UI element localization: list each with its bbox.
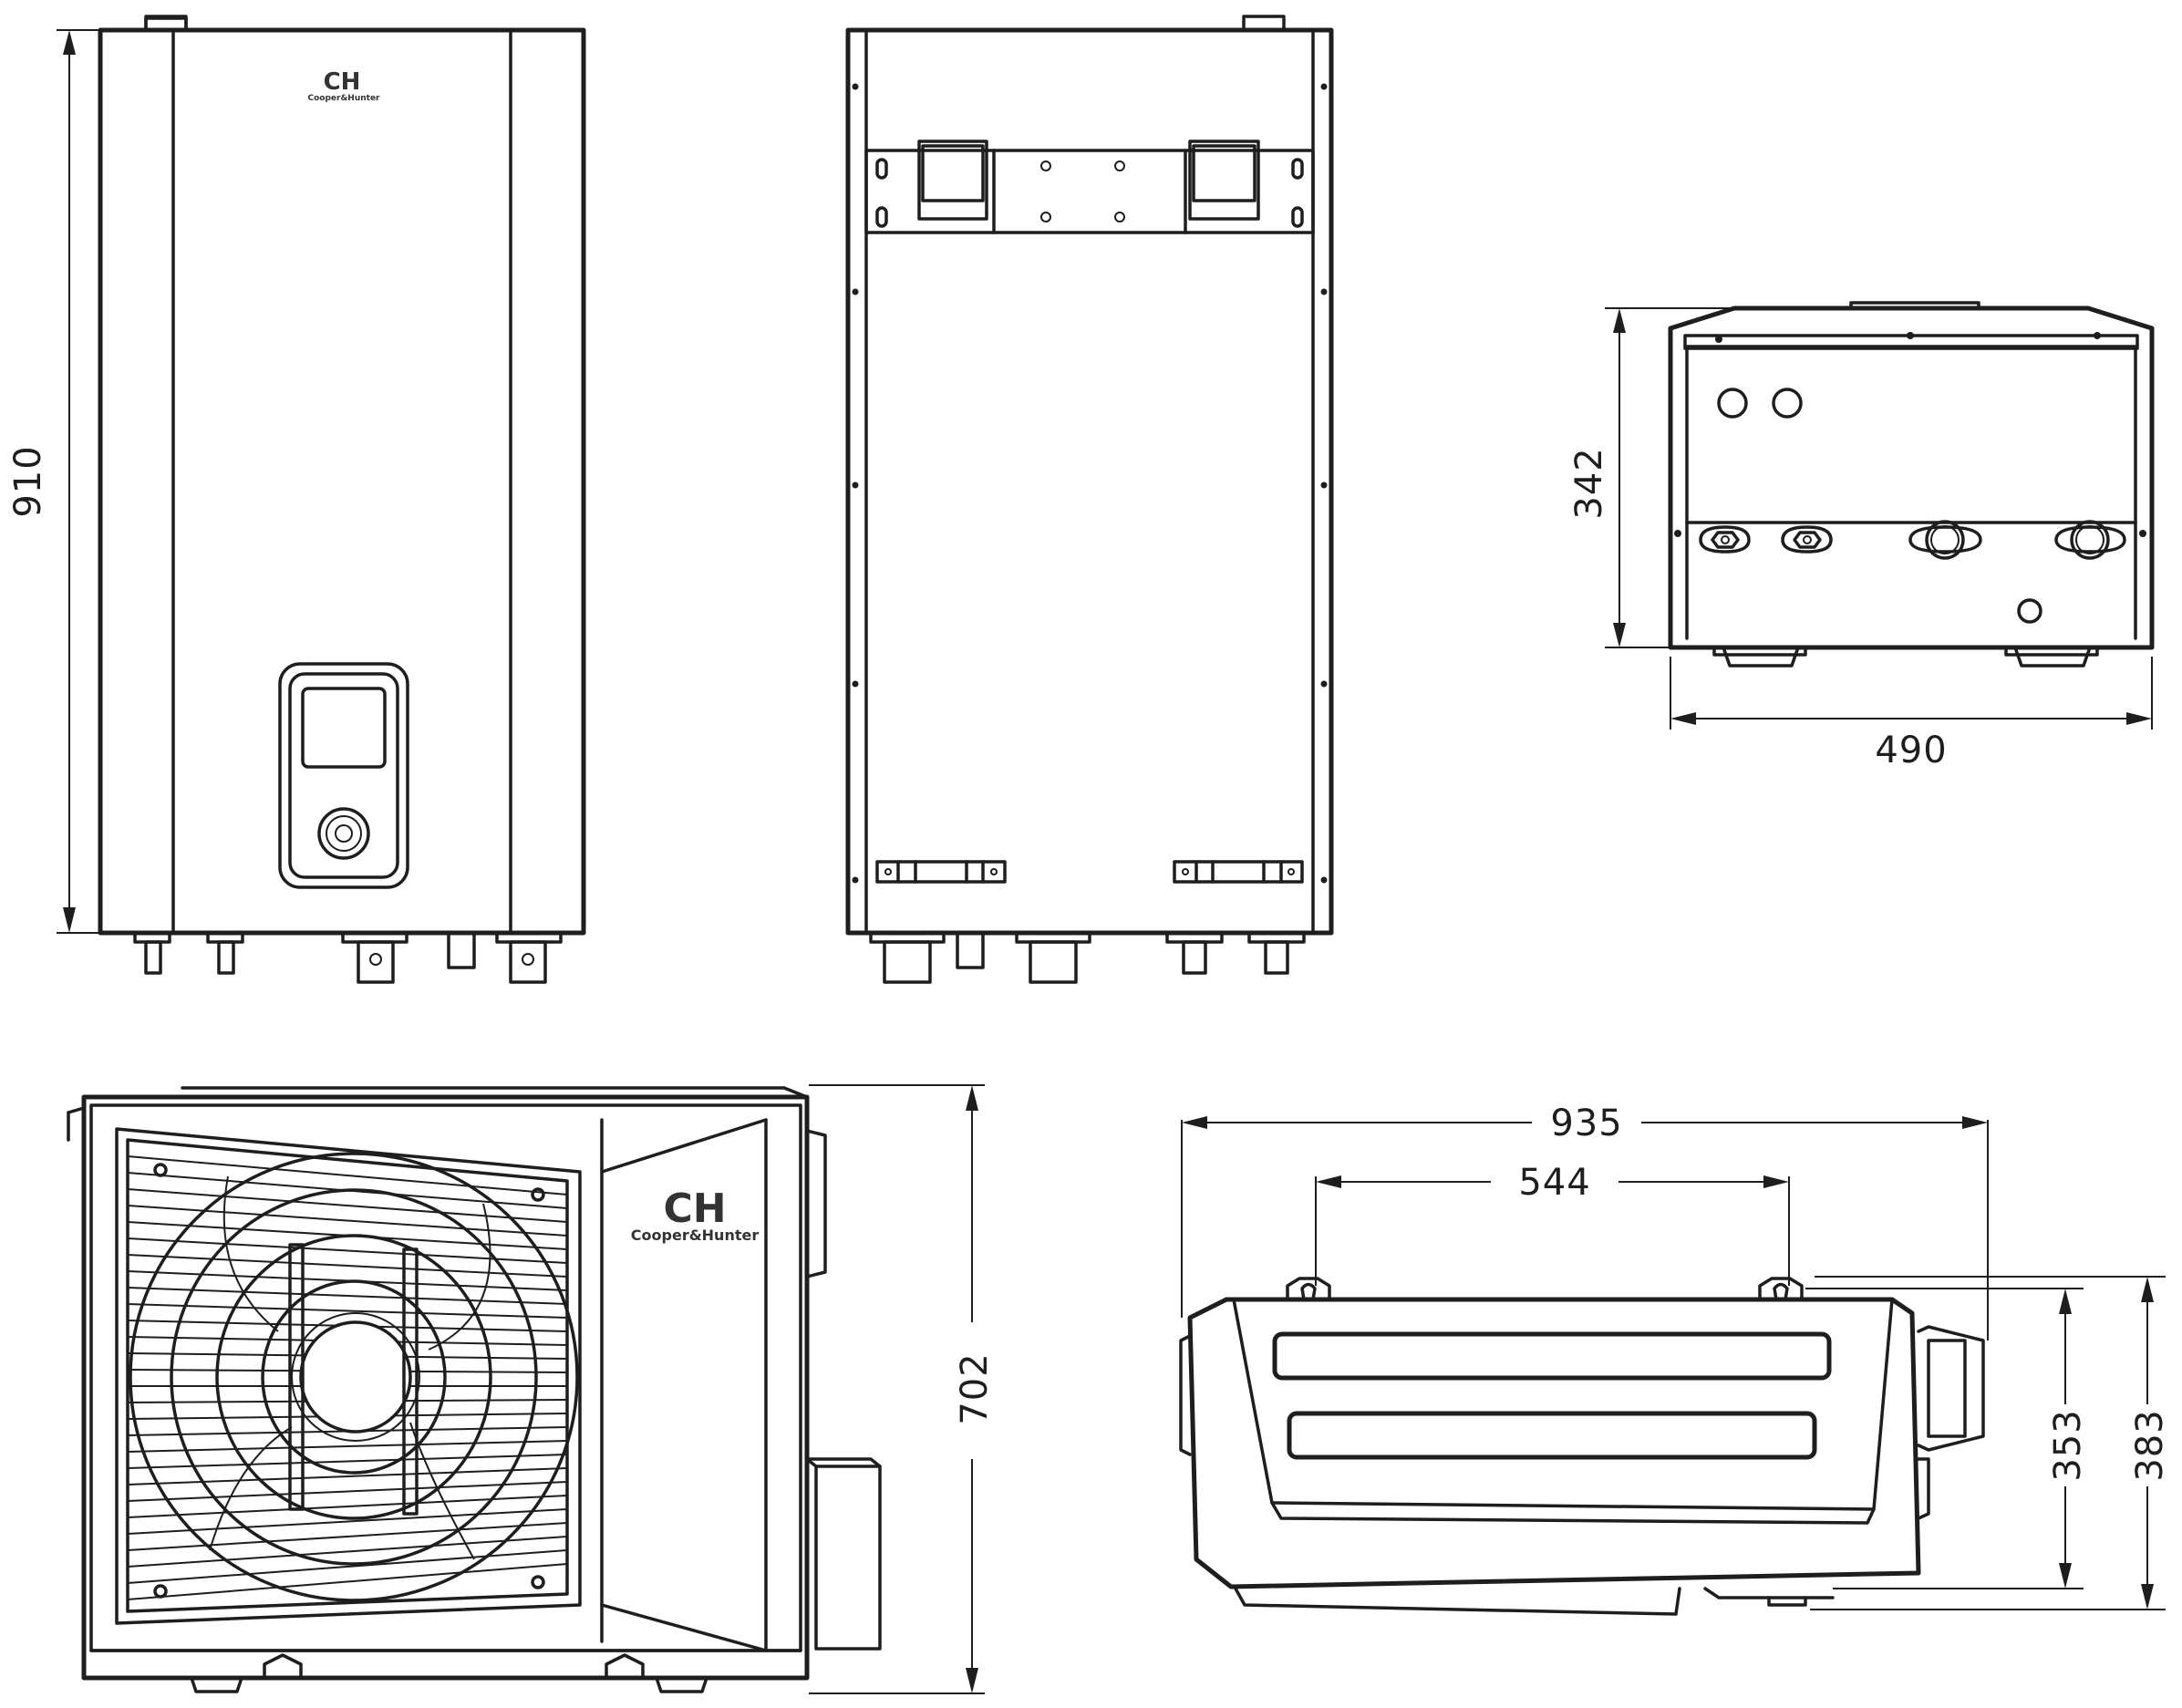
- outdoor-unit-front-view: CH Cooper&Hunter: [67, 1086, 882, 1693]
- fitting-2: [1781, 525, 1833, 554]
- logo-text: Cooper&Hunter: [308, 94, 381, 103]
- dimension-910: 910: [7, 29, 98, 934]
- dim-label-935: 935: [1550, 1102, 1622, 1144]
- bottom-rail-left: [875, 860, 1007, 884]
- fitting-1: [1699, 525, 1751, 554]
- logo-mark: CH: [324, 68, 361, 96]
- dim-label-383: 383: [2129, 1409, 2171, 1481]
- outdoor-front-feet: [190, 1653, 708, 1693]
- mount-foot-left: [1286, 1277, 1331, 1301]
- bottom-rail-right: [1173, 860, 1304, 884]
- dimension-935: 935: [1181, 1102, 1989, 1341]
- indoor-back-pipes: [869, 931, 1306, 984]
- dim-label-490: 490: [1875, 730, 1947, 771]
- indoor-front-pipes: [133, 931, 563, 984]
- dim-label-910: 910: [7, 445, 49, 517]
- dim-label-342: 342: [1568, 447, 1610, 519]
- fitting-3: [1908, 520, 1982, 560]
- dimension-702: 702: [809, 1084, 996, 1694]
- control-knob: [317, 807, 370, 860]
- outdoor-unit-top-view: [1179, 1277, 1985, 1616]
- fan-hub: [299, 1320, 412, 1434]
- indoor-front-logo: CH Cooper&Hunter: [308, 68, 381, 103]
- fitting-4: [2054, 520, 2126, 560]
- logo-text: Cooper&Hunter: [631, 1227, 760, 1244]
- dim-label-353: 353: [2047, 1409, 2089, 1481]
- outdoor-top-valves: [1917, 1325, 1985, 1520]
- dim-label-702: 702: [954, 1352, 996, 1424]
- service-valve-box: [805, 1457, 882, 1651]
- logo-mark: CH: [663, 1185, 726, 1232]
- dimension-353: 353: [1805, 1288, 2089, 1589]
- outdoor-front-logo: CH Cooper&Hunter: [631, 1185, 760, 1244]
- top-vent-slot-1: [1272, 1331, 1832, 1381]
- indoor-unit-top-view: [1668, 301, 2155, 668]
- control-panel: [278, 662, 409, 889]
- display-screen: [301, 687, 387, 769]
- dim-label-544: 544: [1518, 1162, 1590, 1204]
- fan-grille: [115, 1127, 582, 1625]
- mounting-bracket-left: [917, 140, 988, 221]
- mount-foot-right: [1758, 1277, 1804, 1301]
- dimension-383: 383: [1810, 1276, 2171, 1610]
- dimension-342: 342: [1568, 307, 1732, 648]
- top-vent-slot-2: [1287, 1411, 1817, 1460]
- indoor-unit-back-view: [845, 15, 1334, 984]
- dimension-490: 490: [1670, 657, 2153, 771]
- dimension-544: 544: [1315, 1162, 1790, 1286]
- mounting-bracket-right: [1188, 140, 1260, 221]
- indoor-unit-front-view: CH Cooper&Hunter: [98, 15, 586, 984]
